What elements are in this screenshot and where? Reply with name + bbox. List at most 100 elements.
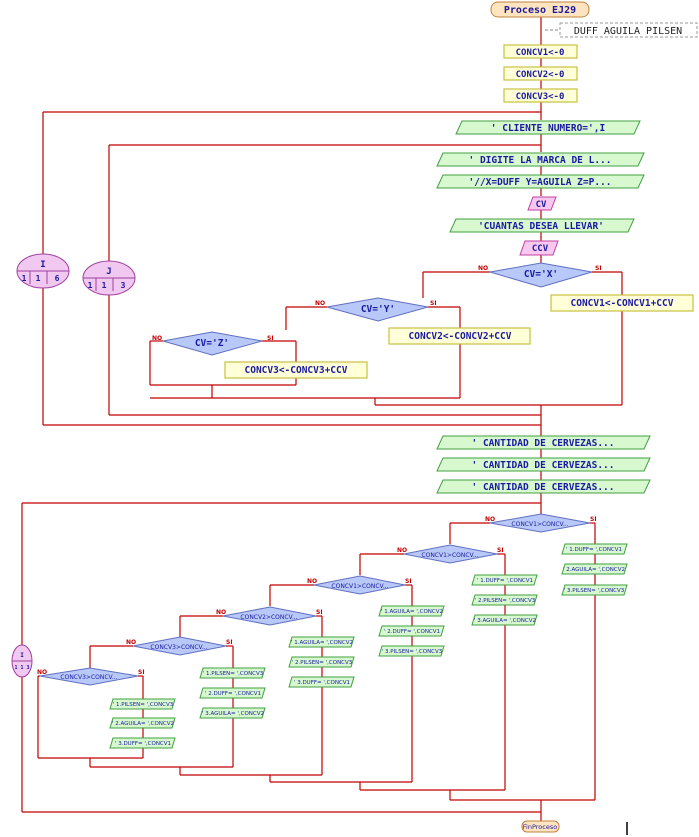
compare-1: CONCV1>CONCV... NO SI xyxy=(485,513,597,533)
cond-z: CV='Z' NO SI xyxy=(152,331,274,356)
output-x: '//X=DUFF Y=AGUILA Z=P... xyxy=(436,174,645,189)
output-f1: ' 1.PILSEN= ',CONCV3 xyxy=(113,702,174,708)
output-d2: ' 2.PILSEN= ',CONCV3 xyxy=(292,660,353,666)
read-ccv: CCV xyxy=(519,240,559,256)
output-c1: ' 1.AGUILA= ',CONCV2 xyxy=(381,609,443,615)
compare-5: CONCV3>CONCV... NO SI xyxy=(126,636,233,656)
compare-6-label: CONCV3>CONCV... xyxy=(60,674,117,681)
output-cantidad-2-label: ' CANTIDAD DE CERVEZAS... xyxy=(472,460,615,471)
compare-5-yes: SI xyxy=(226,639,233,646)
compare-3-no: NO xyxy=(307,578,317,585)
cond-x: CV='X' NO SI xyxy=(478,262,602,288)
output-a2: ' 2.AGUILA= ',CONCV2 xyxy=(563,567,625,573)
assign-concv2-label: CONCV2<-0 xyxy=(516,70,565,80)
output-cantidad-3-label: ' CANTIDAD DE CERVEZAS... xyxy=(472,482,615,493)
compare-1-label: CONCV1>CONCV... xyxy=(511,521,568,528)
compare-5-no: NO xyxy=(126,639,136,646)
cond-y-yes: SI xyxy=(430,300,437,307)
compare-3-yes: SI xyxy=(405,578,412,585)
loop-i-var: I xyxy=(40,260,45,270)
loop-j-var: J xyxy=(106,267,111,277)
output-cantidad-1: ' CANTIDAD DE CERVEZAS... xyxy=(436,435,651,450)
output-cantidad-2: ' CANTIDAD DE CERVEZAS... xyxy=(436,457,651,472)
loop-i-end: 6 xyxy=(55,274,60,283)
loop-i: I 1 1 6 xyxy=(16,253,70,289)
compare-2-no: NO xyxy=(397,547,407,554)
compare-2-label: CONCV1>CONCV... xyxy=(421,552,478,559)
loop-j: J 1 1 3 xyxy=(82,260,136,296)
assign-sum1-label: CONCV1<-CONCV1+CCV xyxy=(571,298,674,309)
compare-6-no: NO xyxy=(37,669,47,676)
start-terminal: Proceso EJ29 xyxy=(490,1,590,18)
comment-box: DUFF AGUILA PILSEN xyxy=(559,22,698,38)
output-x-label: '//X=DUFF Y=AGUILA Z=P... xyxy=(469,177,612,188)
compare-3: CONCV1>CONCV... NO SI xyxy=(307,575,412,595)
loop-i-final: I 1 1 3 xyxy=(11,644,33,678)
cond-y: CV='Y' NO SI xyxy=(315,297,437,322)
compare-6: CONCV3>CONCV... NO SI xyxy=(37,667,145,686)
output-f2: ' 2.AGUILA= ',CONCV2 xyxy=(112,721,174,727)
assign-concv3: CONCV3<-0 xyxy=(503,88,578,103)
compare-4: CONCV2>CONCV... NO SI xyxy=(216,606,323,626)
output-cantidad-3: ' CANTIDAD DE CERVEZAS... xyxy=(436,479,651,494)
loop-j-step: 1 xyxy=(102,281,107,290)
compare-5-label: CONCV3>CONCV... xyxy=(150,644,207,651)
assign-concv2: CONCV2<-0 xyxy=(503,66,578,81)
compare-2-yes: SI xyxy=(497,547,504,554)
loop-i-start: 1 xyxy=(22,274,27,283)
read-ccv-label: CCV xyxy=(532,244,549,254)
connectors xyxy=(21,17,628,835)
assign-concv1-label: CONCV1<-0 xyxy=(516,48,565,58)
cond-z-yes: SI xyxy=(267,335,274,342)
cond-x-label: CV='X' xyxy=(524,269,558,280)
outputs-group-e: ' 1.PILSEN= ',CONCV3 ' 2.DUFF= ',CONCV1 … xyxy=(199,667,266,719)
output-b2: ' 2.PILSEN= ',CONCV3 xyxy=(475,598,536,604)
outputs-group-b: ' 1.DUFF= ',CONCV1 ' 2.PILSEN= ',CONCV3 … xyxy=(471,574,538,626)
cond-z-label: CV='Z' xyxy=(195,338,229,349)
read-cv: CV xyxy=(527,196,557,211)
loop-i-final-start: 1 xyxy=(14,665,17,671)
assign-sum2: CONCV2<-CONCV2+CCV xyxy=(388,327,531,345)
assign-sum3-label: CONCV3<-CONCV3+CCV xyxy=(245,365,348,376)
assign-sum3: CONCV3<-CONCV3+CCV xyxy=(224,361,368,379)
output-e2: ' 2.DUFF= ',CONCV1 xyxy=(205,691,261,697)
read-cv-label: CV xyxy=(536,200,547,210)
loop-j-end: 3 xyxy=(121,281,126,290)
assign-concv1: CONCV1<-0 xyxy=(503,44,578,59)
cond-y-label: CV='Y' xyxy=(361,304,395,315)
compare-6-yes: SI xyxy=(138,669,145,676)
output-cliente: ' CLIENTE NUMERO=',I xyxy=(455,120,641,135)
output-cuantas-label: 'CUANTAS DESEA LLEVAR' xyxy=(478,221,604,232)
output-d3: ' 3.DUFF= ',CONCV1 xyxy=(294,680,350,686)
output-digite: ' DIGITE LA MARCA DE L... xyxy=(436,152,645,167)
output-c3: ' 3.PILSEN= ',CONCV3 xyxy=(382,649,443,655)
cond-z-no: NO xyxy=(152,335,162,342)
output-b3: ' 3.AGUILA= ',CONCV2 xyxy=(474,618,536,624)
assign-concv3-label: CONCV3<-0 xyxy=(516,92,565,102)
start-label: Proceso EJ29 xyxy=(504,5,576,16)
output-d1: ' 1.AGUILA= ',CONCV2 xyxy=(291,640,353,646)
loop-i-final-end: 3 xyxy=(26,665,29,671)
outputs-group-a: ' 1.DUFF= ',CONCV1 ' 2.AGUILA= ',CONCV2 … xyxy=(561,543,628,596)
compare-4-yes: SI xyxy=(316,609,323,616)
end-terminal: FinProceso xyxy=(521,820,560,833)
output-f3: ' 3.DUFF= ',CONCV1 xyxy=(115,741,171,747)
output-cantidad-1-label: ' CANTIDAD DE CERVEZAS... xyxy=(472,438,615,449)
assign-sum1: CONCV1<-CONCV1+CCV xyxy=(550,294,694,312)
loop-i-step: 1 xyxy=(36,274,41,283)
compare-1-yes: SI xyxy=(590,516,597,523)
loop-j-start: 1 xyxy=(88,281,93,290)
end-label: FinProceso xyxy=(523,823,557,831)
compare-4-no: NO xyxy=(216,609,226,616)
compare-4-label: CONCV2>CONCV... xyxy=(240,614,297,621)
assign-sum2-label: CONCV2<-CONCV2+CCV xyxy=(409,331,512,342)
compare-3-label: CONCV1>CONCV... xyxy=(331,583,388,590)
output-b1: ' 1.DUFF= ',CONCV1 xyxy=(477,578,533,584)
output-a3: ' 3.PILSEN= ',CONCV3 xyxy=(564,588,625,594)
outputs-group-f: ' 1.PILSEN= ',CONCV3 ' 2.AGUILA= ',CONCV… xyxy=(109,698,176,749)
output-digite-label: ' DIGITE LA MARCA DE L... xyxy=(469,155,612,166)
compare-2: CONCV1>CONCV... NO SI xyxy=(397,544,504,564)
cond-x-no: NO xyxy=(478,265,488,272)
outputs-group-d: ' 1.AGUILA= ',CONCV2 ' 2.PILSEN= ',CONCV… xyxy=(288,636,355,688)
